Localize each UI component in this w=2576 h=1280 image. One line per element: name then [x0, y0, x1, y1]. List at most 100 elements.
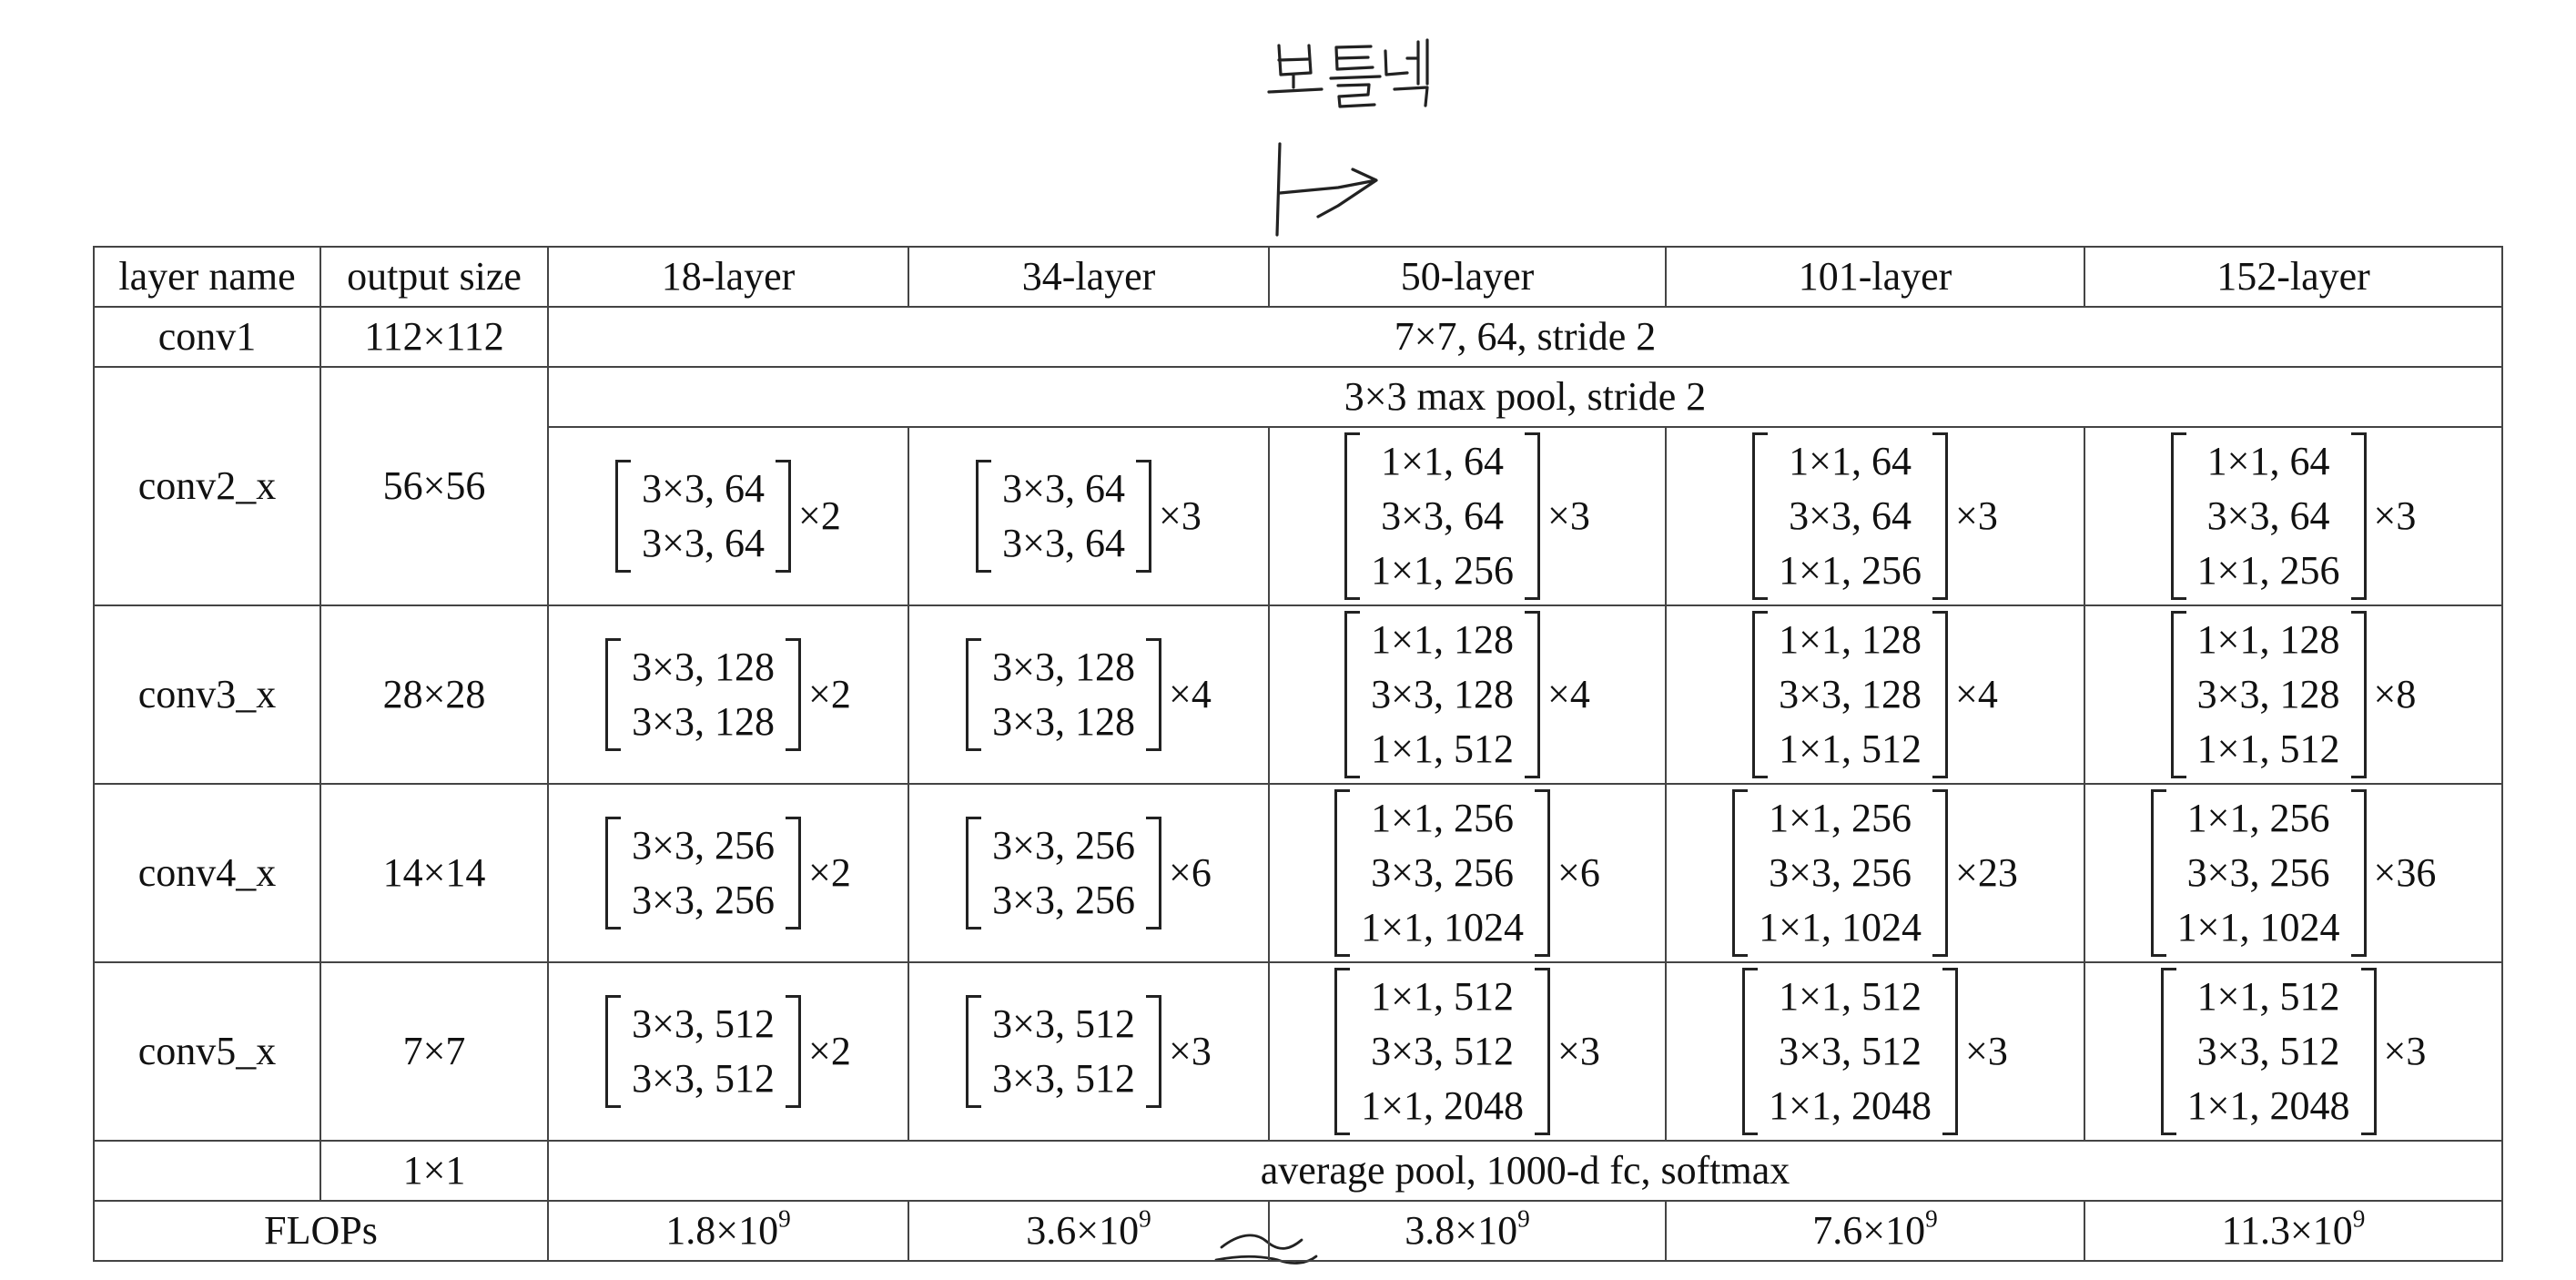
repeat-count: ×36 — [2373, 850, 2437, 896]
block-line: 1×1, 128 — [1779, 617, 1922, 663]
repeat-count: ×3 — [1965, 1029, 2008, 1074]
block-line: 1×1, 64 — [2206, 439, 2330, 484]
final-row: 1×1 average pool, 1000-d fc, softmax — [93, 1140, 2503, 1202]
block-line: 3×3, 256 — [632, 823, 775, 869]
block-line: 3×3, 512 — [992, 1056, 1135, 1101]
maxpool-row: conv2_x 56×56 3×3 max pool, stride 2 — [93, 366, 2503, 606]
maxpool-spec: 3×3 max pool, stride 2 — [547, 366, 2503, 428]
final-output-size: 1×1 — [319, 1140, 549, 1202]
block-matrix: 1×1, 64 3×3, 64 1×1, 256 — [2170, 432, 2367, 601]
block-line: 3×3, 128 — [632, 645, 775, 690]
block-line: 1×1, 256 — [1371, 796, 1514, 841]
repeat-count: ×3 — [1159, 493, 1202, 539]
block-line: 3×3, 64 — [642, 521, 765, 565]
conv1-name: conv1 — [93, 306, 321, 368]
flops-value: 7.6×109 — [1665, 1200, 2085, 1262]
block-line: 3×3, 64 — [2206, 493, 2330, 539]
block-line: 1×1, 512 — [1779, 974, 1922, 1020]
block-matrix: 1×1, 256 3×3, 256 1×1, 1024 — [1732, 789, 1948, 958]
header-18-layer: 18-layer — [547, 246, 909, 308]
repeat-count: ×8 — [2373, 672, 2417, 717]
repeat-count: ×3 — [1955, 493, 1998, 539]
block-line: 1×1, 256 — [2186, 796, 2330, 841]
header-50-layer: 50-layer — [1268, 246, 1667, 308]
block-matrix: 1×1, 256 3×3, 256 1×1, 1024 — [2150, 789, 2367, 958]
repeat-count: ×3 — [1557, 1029, 1600, 1074]
block-matrix: 3×3, 128 3×3, 128 — [605, 638, 801, 751]
block-line: 3×3, 128 — [632, 699, 775, 744]
block-line: 1×1, 1024 — [1759, 904, 1922, 950]
header-34-layer: 34-layer — [908, 246, 1270, 308]
block-matrix: 3×3, 512 3×3, 512 — [966, 995, 1161, 1108]
repeat-count: ×3 — [1169, 1029, 1212, 1074]
block-line: 3×3, 256 — [632, 878, 775, 922]
repeat-count: ×2 — [808, 850, 851, 896]
repeat-count: ×23 — [1955, 850, 2018, 896]
block-line: 1×1, 256 — [1779, 547, 1922, 593]
block-line: 3×3, 64 — [1002, 521, 1125, 565]
block-line: 1×1, 256 — [2196, 547, 2340, 593]
block-matrix: 3×3, 128 3×3, 128 — [966, 638, 1161, 751]
conv1-output-size: 112×112 — [319, 306, 549, 368]
block-line: 1×1, 2048 — [1361, 1082, 1524, 1128]
block-cell: 3×3, 512 3×3, 512 ×3 — [908, 961, 1270, 1142]
block-line: 3×3, 128 — [1371, 672, 1514, 717]
repeat-count: ×2 — [798, 493, 841, 539]
conv1-spec: 7×7, 64, stride 2 — [547, 306, 2503, 368]
bracket-arrow-annotation — [1275, 142, 1378, 237]
block-matrix: 3×3, 256 3×3, 256 — [605, 817, 801, 930]
header-152-layer: 152-layer — [2084, 246, 2503, 308]
block-line: 1×1, 64 — [1381, 439, 1504, 484]
block-line: 1×1, 2048 — [2186, 1082, 2350, 1128]
conv1-row: conv1 112×112 7×7, 64, stride 2 — [93, 306, 2503, 368]
header-row: layer name output size 18-layer 34-layer… — [93, 246, 2503, 308]
block-line: 1×1, 512 — [2196, 726, 2340, 771]
block-line: 3×3, 128 — [2196, 672, 2340, 717]
block-line: 1×1, 1024 — [1361, 904, 1524, 950]
block-line: 1×1, 256 — [1769, 796, 1912, 841]
korean-handwritten-note — [1267, 38, 1429, 108]
block-line: 1×1, 64 — [1789, 439, 1912, 484]
block-line: 1×1, 1024 — [2176, 904, 2340, 950]
repeat-count: ×4 — [1955, 672, 1998, 717]
repeat-count: ×6 — [1557, 850, 1600, 896]
block-line: 3×3, 512 — [632, 1001, 775, 1047]
block-line: 3×3, 128 — [992, 699, 1135, 744]
final-spec: average pool, 1000-d fc, softmax — [547, 1140, 2503, 1202]
block-line: 3×3, 512 — [992, 1001, 1135, 1047]
block-line: 3×3, 256 — [1769, 850, 1912, 896]
block-line: 3×3, 256 — [2186, 850, 2330, 896]
block-line: 3×3, 512 — [1371, 1029, 1514, 1074]
resnet-architecture-table: layer name output size 18-layer 34-layer… — [93, 246, 2503, 1262]
block-line: 3×3, 128 — [992, 645, 1135, 690]
